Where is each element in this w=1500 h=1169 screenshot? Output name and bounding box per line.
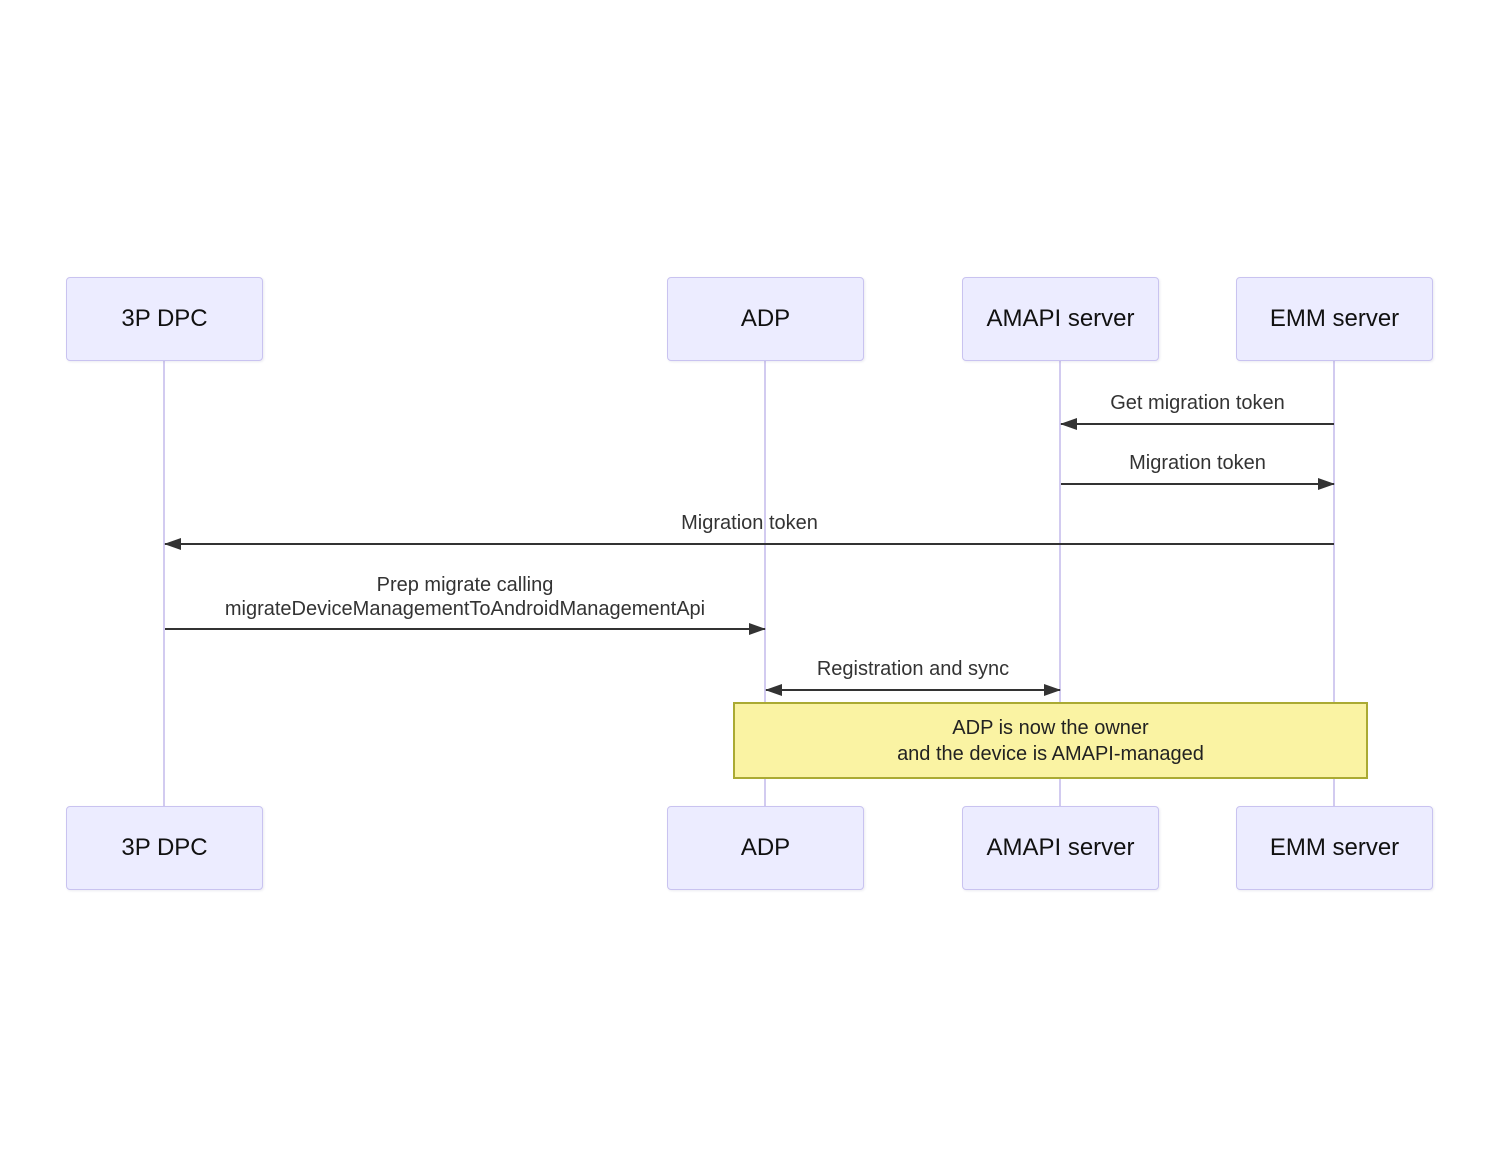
arrowhead-right-icon	[749, 623, 766, 635]
arrowhead-right-icon	[1044, 684, 1061, 696]
note-adp-owner: ADP is now the owner and the device is A…	[733, 702, 1368, 779]
actor-label: 3P DPC	[121, 305, 208, 332]
message-arrow-left	[164, 538, 1334, 550]
arrowhead-left-icon	[164, 538, 181, 550]
actor-label: 3P DPC	[121, 834, 208, 861]
actor-label: ADP	[740, 305, 791, 332]
actor-amapi-server-bottom: AMAPI server	[962, 806, 1159, 890]
lifeline-adp	[764, 361, 766, 806]
actor-3p-dpc-top: 3P DPC	[66, 277, 263, 361]
message-migration-token-to-emm: Migration token	[1061, 451, 1335, 490]
actor-label: EMM server	[1269, 834, 1400, 861]
note-line2: and the device is AMAPI-managed	[897, 742, 1204, 765]
actor-amapi-server-top: AMAPI server	[962, 277, 1159, 361]
arrowhead-left-icon	[765, 684, 782, 696]
message-label: Migration token	[681, 512, 818, 534]
message-label-line1: Prep migrate calling	[376, 574, 554, 596]
actor-emm-server-top: EMM server	[1236, 277, 1433, 361]
message-arrow-left	[1060, 418, 1334, 430]
actor-adp-top: ADP	[667, 277, 864, 361]
note-line1: ADP is now the owner	[952, 716, 1149, 739]
lifeline-amapi-server	[1059, 361, 1061, 806]
message-arrow-right	[1061, 478, 1335, 490]
actor-label: ADP	[740, 834, 791, 861]
actor-3p-dpc-bottom: 3P DPC	[66, 806, 263, 890]
message-label: Get migration token	[1110, 392, 1285, 414]
message-arrow-right	[165, 623, 766, 635]
message-registration-and-sync: Registration and sync	[765, 657, 1061, 696]
message-migration-token-to-3p-dpc: Migration token	[164, 511, 1334, 550]
lifeline-emm-server	[1333, 361, 1335, 806]
message-get-migration-token: Get migration token	[1060, 391, 1334, 430]
arrowhead-left-icon	[1060, 418, 1077, 430]
message-label: Migration token	[1129, 452, 1266, 474]
message-label: Prep migrate calling migrateDeviceManage…	[165, 573, 765, 621]
lifeline-3p-dpc	[163, 361, 165, 806]
actor-label: AMAPI server	[986, 305, 1135, 332]
arrowhead-right-icon	[1318, 478, 1335, 490]
message-label: Registration and sync	[816, 658, 1010, 680]
message-label-line2: migrateDeviceManagementToAndroidManageme…	[224, 598, 706, 620]
actor-emm-server-bottom: EMM server	[1236, 806, 1433, 890]
message-prep-migrate: Prep migrate calling migrateDeviceManage…	[165, 573, 766, 635]
actor-adp-bottom: ADP	[667, 806, 864, 890]
message-arrow-both	[765, 684, 1061, 696]
actor-label: EMM server	[1269, 305, 1400, 332]
actor-label: AMAPI server	[986, 834, 1135, 861]
